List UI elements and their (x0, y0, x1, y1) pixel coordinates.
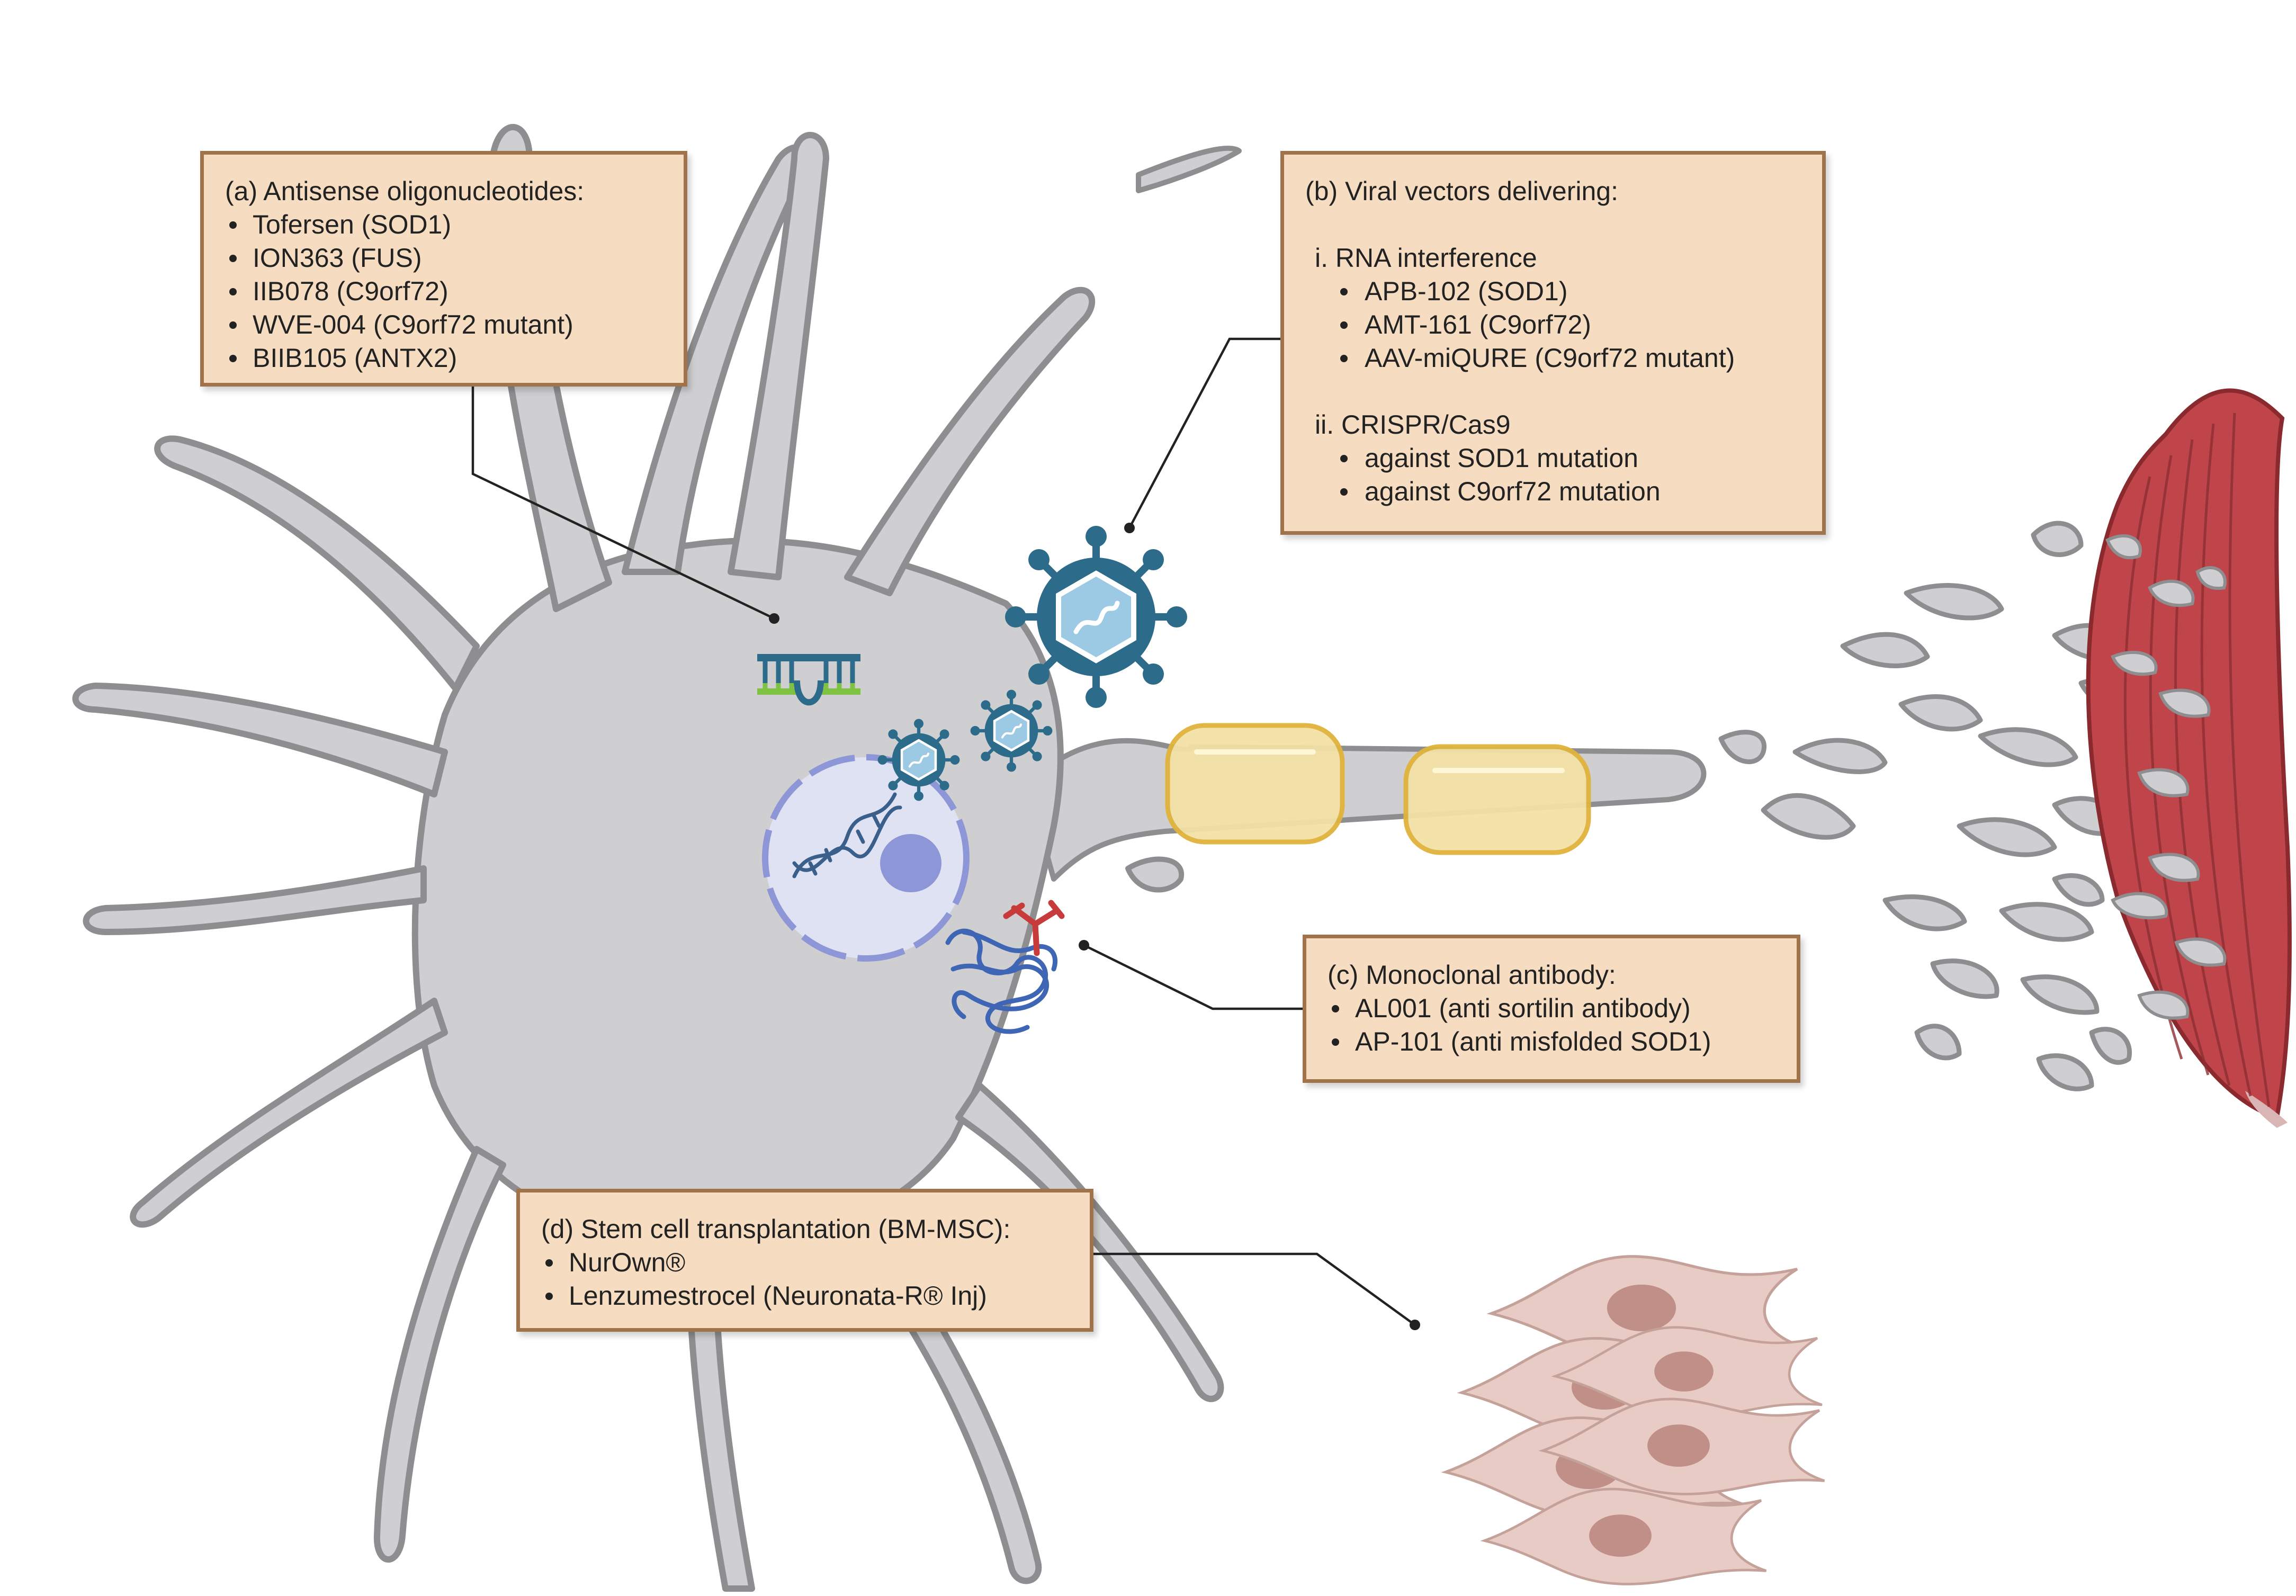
list-item: BIIB105 (ANTX2) (229, 342, 662, 375)
list-item: NurOwn® (545, 1246, 1069, 1279)
neuron (72, 124, 1224, 1592)
nucleus-icon (762, 754, 970, 962)
stem-cells-icon (1446, 1257, 1825, 1584)
myelin-sheath (1165, 723, 1591, 855)
list-item: IIB078 (C9orf72) (229, 275, 662, 308)
dna-helix-icon (792, 792, 902, 878)
virus-icon (1005, 526, 1187, 708)
label-monoclonal-antibody: (c) Monoclonal antibody: AL001 (anti sor… (1303, 935, 1800, 1083)
axon (1025, 738, 1707, 882)
virus-icon (971, 690, 1053, 772)
list-item: AMT-161 (C9orf72) (1340, 308, 1801, 342)
list-item: AL001 (anti sortilin antibody) (1332, 992, 1775, 1025)
antisense-oligo-icon (757, 654, 860, 706)
label-a-title: (a) Antisense oligonucleotides: (225, 176, 585, 206)
antibody-icon (1003, 900, 1065, 956)
label-stem-cell-transplantation: (d) Stem cell transplantation (BM-MSC): … (516, 1189, 1093, 1332)
virus-icon (878, 719, 960, 801)
label-b-rna-interference: i. RNA interference (1315, 243, 1537, 273)
list-item: Lenzumestrocel (Neuronata-R® Inj) (545, 1279, 1069, 1313)
label-d-title: (d) Stem cell transplantation (BM-MSC): (541, 1214, 1011, 1244)
label-antisense-oligonucleotides: (a) Antisense oligonucleotides: Tofersen… (200, 151, 687, 387)
label-c-title: (c) Monoclonal antibody: (1328, 960, 1616, 990)
label-b-crispr: ii. CRISPR/Cas9 (1315, 410, 1511, 440)
axon-terminals (1718, 521, 2142, 1091)
list-item: ION363 (FUS) (229, 241, 662, 275)
label-viral-vectors: (b) Viral vectors delivering: i. RNA int… (1280, 151, 1826, 535)
list-item: against C9orf72 mutation (1340, 475, 1801, 508)
list-item: AAV-miQURE (C9orf72 mutant) (1340, 342, 1801, 375)
list-item: WVE-004 (C9orf72 mutant) (229, 308, 662, 342)
leader-lines (471, 337, 1416, 1326)
misfolded-protein-icon (945, 928, 1058, 1034)
list-item: against SOD1 mutation (1340, 442, 1801, 475)
muscle-icon (2086, 388, 2292, 1128)
label-b-title: (b) Viral vectors delivering: (1305, 176, 1618, 206)
list-item: APB-102 (SOD1) (1340, 275, 1801, 308)
list-item: Tofersen (SOD1) (229, 208, 662, 241)
list-item: AP-101 (anti misfolded SOD1) (1332, 1025, 1775, 1059)
